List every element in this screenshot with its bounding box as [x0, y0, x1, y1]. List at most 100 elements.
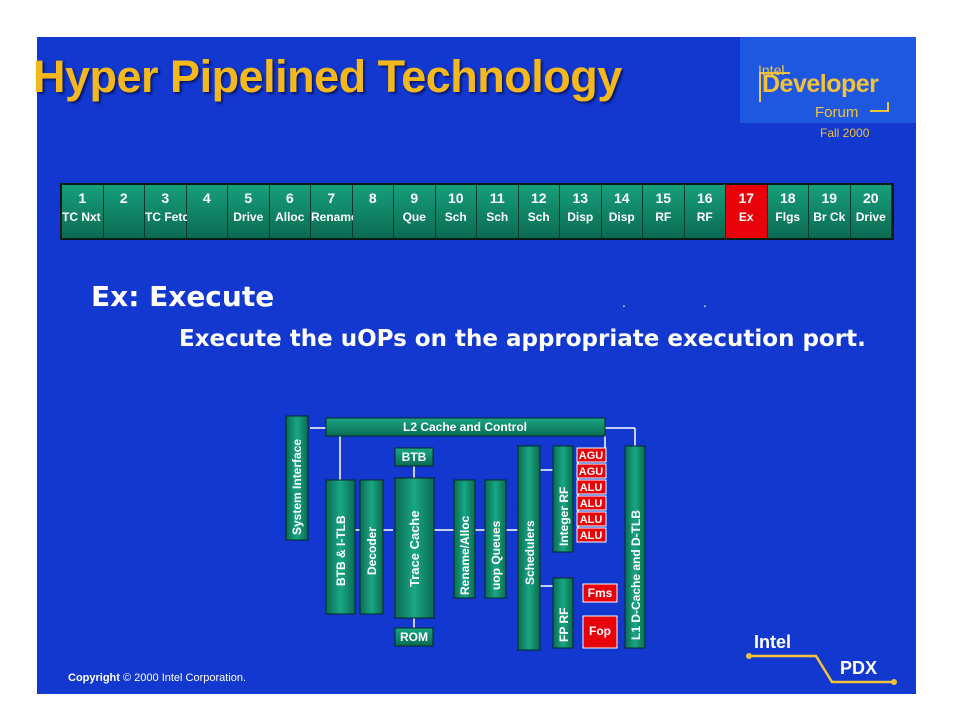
exec-unit-label: ALU	[580, 498, 603, 510]
stray-dot: .	[703, 294, 707, 310]
copyright-prefix: Copyright	[68, 672, 120, 684]
schedulers-label: Schedulers	[523, 520, 537, 585]
stage-number: 6	[285, 190, 294, 206]
stage-label: TC Fetch	[145, 210, 197, 224]
stage-number: 16	[696, 190, 713, 206]
rom-label: ROM	[400, 630, 428, 644]
pipeline-stage: 2	[103, 185, 145, 238]
footer-intel-text: Intel	[754, 632, 791, 652]
pipeline-block-diagram: L2 Cache and Control System Interface BT…	[285, 415, 646, 651]
exec-unit-label: AGU	[579, 450, 604, 462]
exec-unit-box	[576, 511, 607, 527]
pipeline-stage: 8	[352, 185, 394, 238]
stage-label: Br Ck	[813, 210, 846, 224]
slide	[37, 37, 916, 694]
stage-number: 15	[655, 190, 672, 206]
stage-number: 13	[572, 190, 589, 206]
pipeline-stage: 3 TC Fetch	[145, 185, 197, 238]
btb-itlb-label: BTB & I-TLB	[334, 515, 348, 586]
l1-dcache-label: L1 D-Cache and D-TLB	[629, 510, 643, 640]
logo-developer-text: Developer	[762, 70, 879, 98]
slide-title: Hyper Pipelined Technology	[33, 51, 622, 102]
pipeline-stage: 19 Br Ck	[809, 185, 851, 238]
stage-number: 4	[202, 190, 211, 206]
stage-label: Drive	[855, 210, 886, 224]
stage-number: 2	[119, 190, 128, 206]
copyright-notice: Copyright © 2000 Intel Corporation.	[68, 672, 246, 684]
stage-label: Ex	[738, 210, 754, 224]
stage-label: Disp	[608, 210, 635, 224]
pipeline-stage: 1 TC Nxt IP	[62, 185, 116, 238]
stage-number: 12	[530, 190, 547, 206]
stage-number: 5	[244, 190, 253, 206]
stage-label: RF	[655, 210, 672, 224]
stage-number: 20	[862, 190, 879, 206]
fp-rf-label: FP RF	[557, 608, 571, 642]
stage-label: TC Nxt IP	[62, 210, 116, 224]
stage-label: Sch	[444, 210, 467, 224]
exec-unit-box	[576, 463, 607, 479]
stage-label: Drive	[233, 210, 264, 224]
uop-queues-label: uop Queues	[489, 520, 503, 590]
logo-frame-lines	[759, 72, 889, 112]
btb-label: BTB	[402, 450, 427, 464]
stage-label: Disp	[567, 210, 594, 224]
stage-number: 7	[327, 190, 336, 206]
exec-unit-box	[576, 447, 607, 463]
footer-pdx-text: PDX	[840, 658, 877, 678]
exec-unit-label: ALU	[580, 482, 603, 494]
fms-label: Fms	[588, 586, 613, 600]
stray-dot: .	[622, 294, 626, 310]
stage-number: 11	[489, 190, 505, 206]
copyright-text: © 2000 Intel Corporation.	[123, 672, 247, 684]
exec-unit-label: AGU	[579, 466, 604, 478]
exec-unit-box	[576, 527, 607, 543]
stage-number: 8	[368, 190, 377, 206]
stage-number: 17	[738, 190, 755, 206]
pipeline-stage: 4	[186, 185, 228, 238]
stage-number: 1	[78, 190, 87, 206]
stage-number: 10	[447, 190, 464, 206]
exec-unit-label: ALU	[580, 514, 603, 526]
stage-number: 14	[613, 190, 630, 206]
stage-label: Rename	[311, 210, 358, 224]
stage-label: Que	[402, 210, 426, 224]
exec-unit-box	[576, 479, 607, 495]
fop-label: Fop	[589, 624, 611, 638]
stage-label: RF	[696, 210, 713, 224]
section-description: Execute the uOPs on the appropriate exec…	[179, 326, 866, 352]
l2-cache-label: L2 Cache and Control	[403, 420, 527, 434]
logo-season-text: Fall 2000	[820, 126, 870, 140]
stage-number: 19	[821, 190, 838, 206]
rename-alloc-label: Rename/Alloc	[458, 515, 472, 595]
stage-label: Alloc	[275, 210, 305, 224]
system-interface-label: System Interface	[290, 439, 304, 535]
exec-unit-box	[576, 495, 607, 511]
stage-label: Sch	[486, 210, 509, 224]
section-heading: Ex: Execute	[91, 280, 275, 313]
intel-pdx-logo: Intel PDX	[746, 632, 897, 685]
stage-number: 18	[779, 190, 796, 206]
execution-units: AGU AGU ALU ALU ALU ALU	[576, 447, 607, 543]
stage-number: 3	[161, 190, 170, 206]
decoder-label: Decoder	[365, 527, 379, 575]
exec-unit-label: ALU	[580, 530, 603, 542]
logo-forum-text: Forum	[815, 104, 859, 121]
stage-label: Sch	[527, 210, 550, 224]
stage-label: Flgs	[775, 210, 801, 224]
idf-logo-panel	[740, 37, 916, 123]
